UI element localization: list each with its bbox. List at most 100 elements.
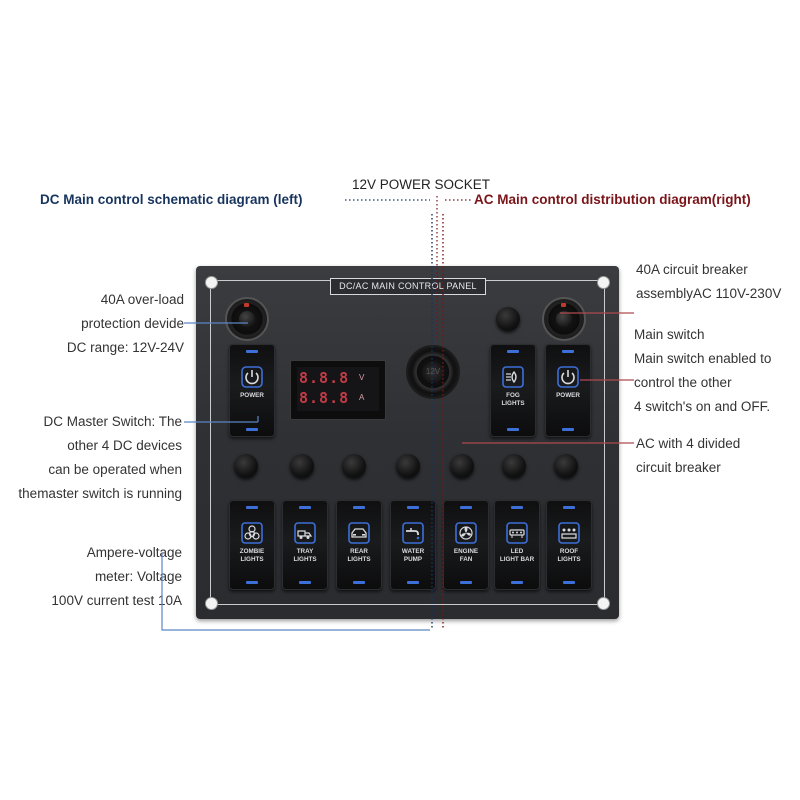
switch-label: ENGINE FAN <box>453 548 479 563</box>
overload-line-2: protection devide <box>81 316 184 331</box>
switch-label: POWER <box>240 392 264 399</box>
volt-digits: 8.8.8 <box>299 369 350 387</box>
fuse-knob-2[interactable] <box>290 454 314 478</box>
fan-icon <box>455 522 477 544</box>
switch-lamp <box>246 506 258 509</box>
tray-lights-switch[interactable]: TRAY LIGHTS <box>282 500 328 590</box>
dc-master-line-2: other 4 DC devices <box>67 438 182 453</box>
cb-line-1: 40A circuit breaker <box>636 262 748 277</box>
breaker-knob-1[interactable] <box>450 454 474 478</box>
screw-top-left <box>205 276 218 289</box>
water-pump-switch[interactable]: WATER PUMP <box>390 500 436 590</box>
switch-lamp <box>407 506 419 509</box>
top-fuse-knob[interactable] <box>496 307 520 331</box>
amp-digits: 8.8.8 <box>299 389 350 407</box>
screw-bottom-left <box>205 597 218 610</box>
switch-lamp <box>246 428 258 431</box>
switch-lamp <box>563 581 575 584</box>
switch-lamp <box>353 581 365 584</box>
socket-heading: 12V POWER SOCKET <box>352 177 491 192</box>
fuse-knob-1[interactable] <box>234 454 258 478</box>
dc-master-annotation: DC Master Switch: The other 4 DC devices… <box>18 410 182 506</box>
power-icon <box>241 366 263 388</box>
roof-lights-switch[interactable]: ROOF LIGHTS <box>546 500 592 590</box>
faucet-icon <box>402 522 424 544</box>
breaker-knob-3[interactable] <box>554 454 578 478</box>
control-panel: DC/AC MAIN CONTROL PANEL POWER 8.8.8 V 8… <box>196 266 619 619</box>
dc-heading: DC Main control schematic diagram (left) <box>40 192 303 207</box>
fuse-knob-3[interactable] <box>342 454 366 478</box>
biohazard-icon <box>241 522 263 544</box>
truck-icon <box>294 522 316 544</box>
led-light-bar-switch[interactable]: LED LIGHT BAR <box>494 500 540 590</box>
volt-unit: V <box>359 373 365 382</box>
engine-fan-switch[interactable]: ENGINE FAN <box>443 500 489 590</box>
switch-lamp <box>562 350 574 353</box>
switch-lamp <box>507 428 519 431</box>
dc-master-line-1: DC Master Switch: The <box>43 414 182 429</box>
switch-lamp <box>460 581 472 584</box>
breaker-red-mark <box>244 303 249 307</box>
switch-lamp <box>246 581 258 584</box>
screw-top-right <box>597 276 610 289</box>
cb-line-2: assemblyAC 110V-230V <box>636 286 782 301</box>
ac-divided-line-2: circuit breaker <box>636 460 721 475</box>
overload-line-1: 40A over-load <box>100 292 184 307</box>
switch-label: REAR LIGHTS <box>347 548 371 563</box>
ampere-annotation: Ampere-voltage meter: Voltage 100V curre… <box>51 541 182 613</box>
switch-label: TRAY LIGHTS <box>293 548 317 563</box>
switch-lamp <box>511 506 523 509</box>
fog-light-icon <box>502 366 524 388</box>
overload-line-3: DC range: 12V-24V <box>66 340 184 355</box>
ac-heading: AC Main control distribution diagram(rig… <box>474 192 751 207</box>
12v-power-socket[interactable]: 12V <box>406 345 460 399</box>
switch-lamp <box>246 350 258 353</box>
zombie-lights-switch[interactable]: ZOMBIE LIGHTS <box>229 500 275 590</box>
main-switch-line-1: Main switch <box>634 327 705 342</box>
ac-divided-line-1: AC with 4 divided <box>636 436 741 451</box>
breaker-knob-2[interactable] <box>502 454 526 478</box>
main-switch-line-3: control the other <box>634 375 732 390</box>
breaker-knob <box>239 311 255 327</box>
switch-label: WATER PUMP <box>401 548 425 563</box>
ampere-line-1: Ampere-voltage <box>86 545 182 560</box>
switch-lamp <box>299 581 311 584</box>
fog-lights-switch[interactable]: FOG LIGHTS <box>490 344 536 437</box>
light-bar-icon <box>506 522 528 544</box>
circuit-breaker-annotation: 40A circuit breaker assemblyAC 110V-230V <box>636 258 781 306</box>
ac-divided-annotation: AC with 4 divided circuit breaker <box>636 432 740 480</box>
main-switch-line-4: 4 switch's on and OFF. <box>634 399 771 414</box>
meter-screen <box>297 367 379 411</box>
ampere-line-3: 100V current test 10A <box>51 593 182 608</box>
ac-power-switch[interactable]: POWER <box>545 344 591 437</box>
switch-label: ZOMBIE LIGHTS <box>239 548 265 563</box>
ampere-voltage-meter: 8.8.8 V 8.8.8 A <box>290 360 386 420</box>
socket-opening: 12V <box>422 361 444 383</box>
overload-annotation: 40A over-load protection devide DC range… <box>67 288 184 360</box>
switch-lamp <box>299 506 311 509</box>
screw-bottom-right <box>597 597 610 610</box>
switch-label: ROOF LIGHTS <box>557 548 581 563</box>
car-rear-icon <box>348 522 370 544</box>
roof-light-icon <box>558 522 580 544</box>
main-switch-annotation: Main switch Main switch enabled to contr… <box>634 323 771 419</box>
dc-circuit-breaker[interactable] <box>225 297 269 341</box>
rear-lights-switch[interactable]: REAR LIGHTS <box>336 500 382 590</box>
ac-circuit-breaker[interactable] <box>542 297 586 341</box>
switch-lamp <box>460 506 472 509</box>
breaker-red-mark <box>561 303 566 307</box>
ampere-line-2: meter: Voltage <box>94 569 182 584</box>
switch-lamp <box>563 506 575 509</box>
dc-master-line-4: themaster switch is running <box>18 486 182 501</box>
switch-lamp <box>562 428 574 431</box>
switch-lamp <box>511 581 523 584</box>
switch-label: FOG LIGHTS <box>501 392 525 407</box>
dc-master-line-3: can be operated when <box>48 462 182 477</box>
main-switch-line-2: Main switch enabled to <box>634 351 772 366</box>
dc-power-switch[interactable]: POWER <box>229 344 275 437</box>
amp-unit: A <box>359 393 365 402</box>
panel-title: DC/AC MAIN CONTROL PANEL <box>330 278 486 295</box>
switch-lamp <box>507 350 519 353</box>
fuse-knob-4[interactable] <box>396 454 420 478</box>
switch-label: LED LIGHT BAR <box>499 548 535 563</box>
